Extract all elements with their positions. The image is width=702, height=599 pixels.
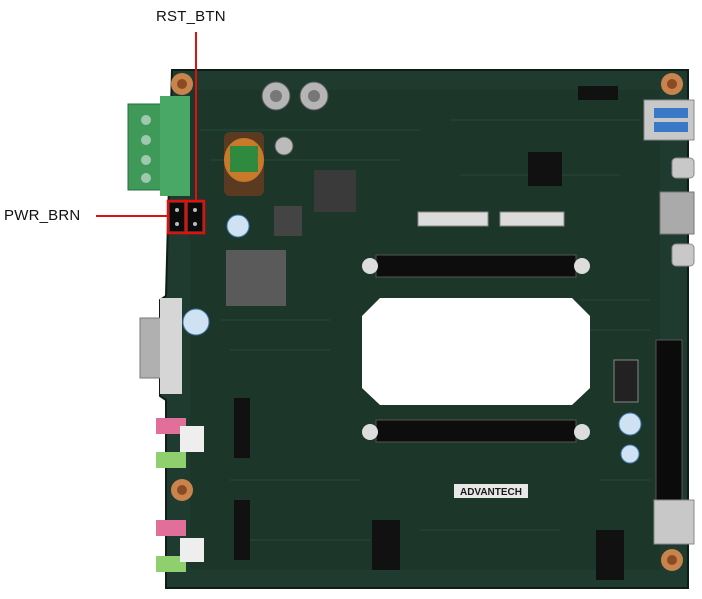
m2-connector-2 — [499, 211, 565, 227]
rst-btn-label: RST_BTN — [156, 8, 226, 25]
brand-logo: ADVANTECH — [460, 487, 522, 498]
sd-card-slot — [659, 191, 695, 235]
usb-c-port-2 — [671, 243, 695, 267]
pcie-slot — [655, 339, 683, 501]
mounting-holes — [171, 73, 683, 571]
hdmi-port — [613, 359, 639, 403]
chipset-ic — [528, 152, 562, 186]
audio-jacks — [156, 418, 204, 572]
power-terminal-block — [127, 96, 190, 196]
brand-logo-box — [454, 484, 528, 498]
pin-headers — [234, 86, 624, 580]
capacitors — [182, 81, 642, 464]
cpu-cutout — [362, 298, 590, 405]
hdmi-port-2 — [653, 499, 695, 545]
power-choke-1 — [314, 170, 356, 212]
pwr-btn-label: PWR_BRN — [4, 207, 81, 224]
usb-c-port-1 — [671, 157, 695, 179]
usb-port-stack — [643, 99, 695, 141]
memory-slots — [362, 254, 590, 443]
m2-connector-1 — [417, 211, 489, 227]
power-choke-2 — [226, 250, 286, 306]
pwr-rst-headers — [170, 203, 202, 231]
com-port — [139, 298, 182, 394]
power-choke-3 — [274, 206, 302, 236]
inductor-coil — [224, 132, 264, 196]
